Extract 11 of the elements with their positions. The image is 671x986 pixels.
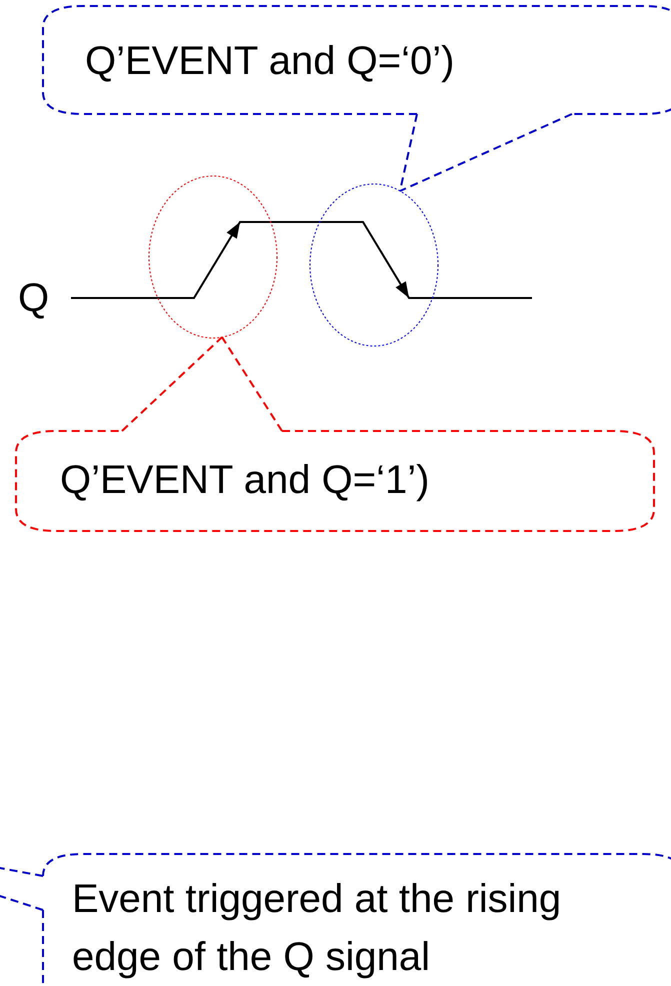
highlight-ellipse: [148, 175, 278, 339]
highlight-ellipse: [309, 183, 439, 347]
callout-text: Q’EVENT and Q=‘0’): [85, 38, 456, 85]
callout-pointer: [399, 113, 573, 192]
callout-text: Event triggered at the rising edge of the Q signal: [72, 876, 562, 981]
signal-name: Q: [18, 276, 50, 320]
speech-bubble: [43, 6, 671, 114]
speech-bubble: [43, 854, 671, 986]
callout-pointer: [121, 336, 283, 432]
speech-bubble: [16, 431, 654, 531]
callout-text: Q’EVENT and Q=‘1’): [60, 457, 430, 504]
